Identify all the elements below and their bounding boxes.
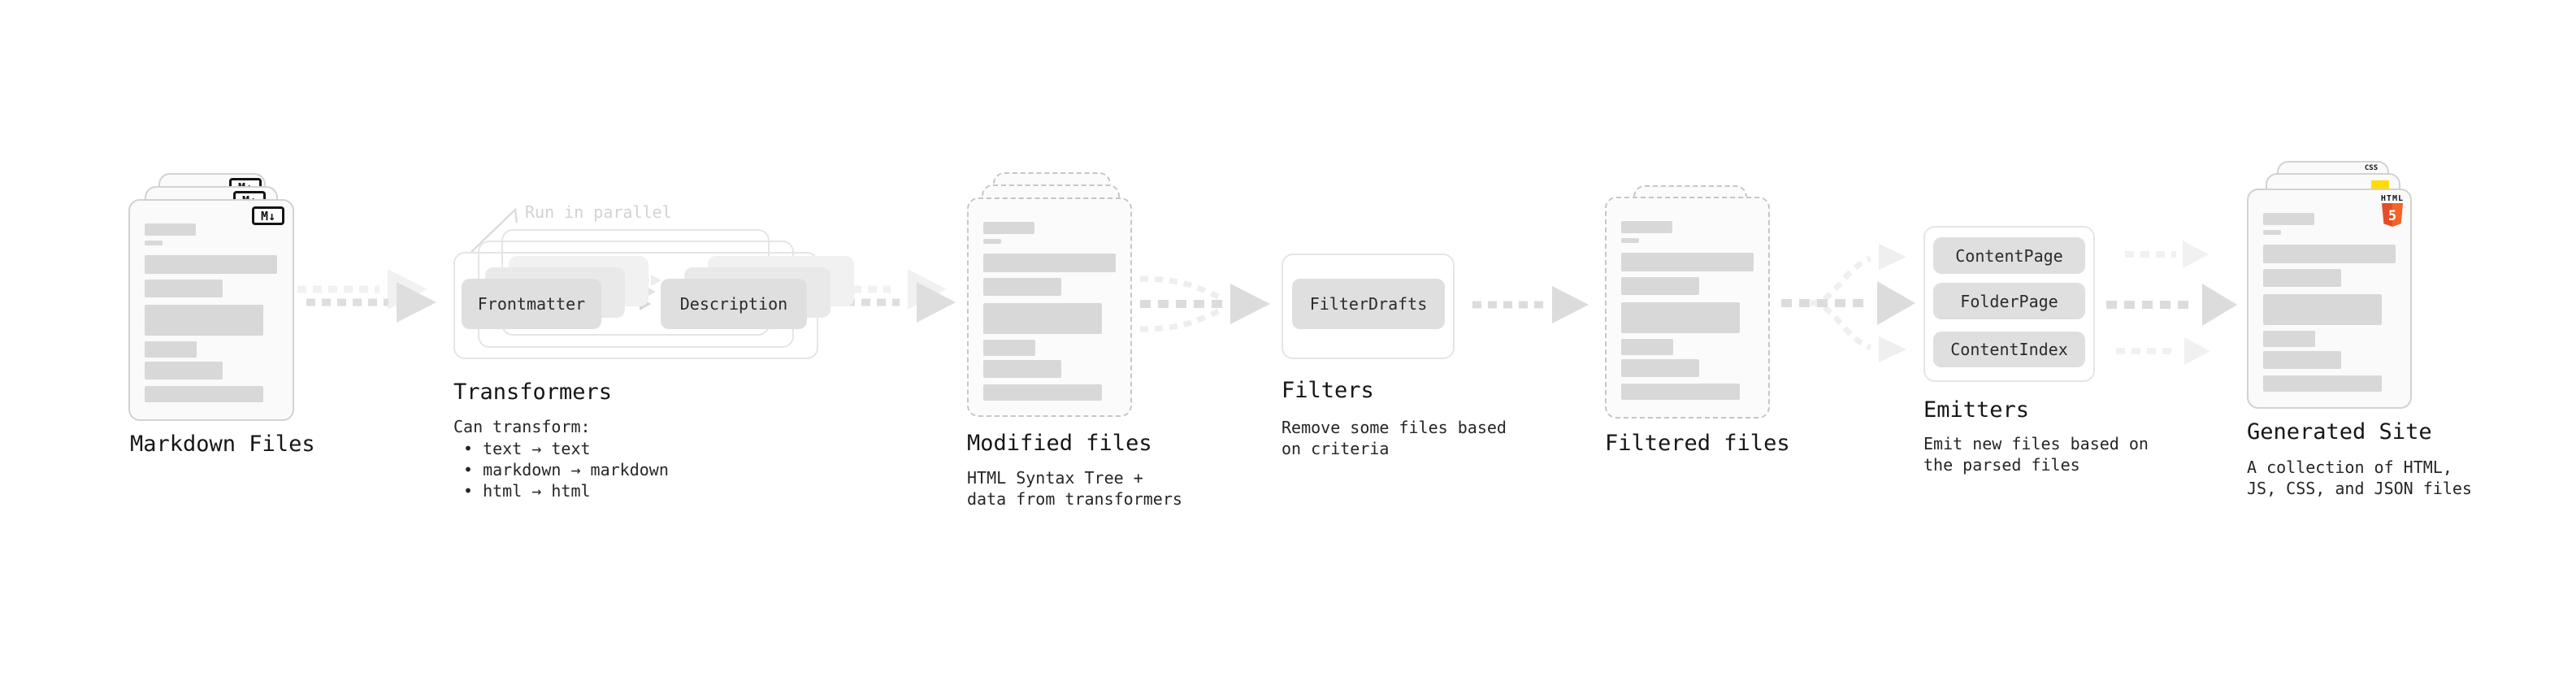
filters-desc: on criteria xyxy=(1281,439,1390,458)
text-line-placeholder xyxy=(1621,221,1672,233)
html5-icon: HTML 5 xyxy=(2381,194,2404,228)
emitters-desc: Emit new files based on xyxy=(1923,434,2149,453)
stage-label-generated-site: Generated Site xyxy=(2247,419,2432,445)
folderpage-button: FolderPage xyxy=(1933,283,2085,319)
text-line-placeholder xyxy=(145,280,223,297)
frontmatter-button: Frontmatter xyxy=(462,279,601,329)
text-line-placeholder xyxy=(2263,351,2341,369)
stage-generated-site: CSS HTML 5 Generated Site A collection o… xyxy=(2247,161,2472,502)
stage-label-filtered-files: Filtered files xyxy=(1605,431,1790,456)
text-line-placeholder xyxy=(2263,331,2315,347)
contentpage-button: ContentPage xyxy=(1933,237,2085,274)
text-line-placeholder xyxy=(2263,245,2396,263)
generated-site-desc: JS, CSS, and JSON files xyxy=(2247,479,2472,498)
html5-icon-number: 5 xyxy=(2388,208,2396,224)
text-line-placeholder xyxy=(1621,253,1754,271)
text-line-placeholder xyxy=(145,386,263,402)
markdown-icon: M↓ xyxy=(252,206,284,225)
generated-file-card-html: HTML 5 xyxy=(2247,189,2412,409)
text-line-placeholder xyxy=(1621,302,1740,333)
text-line-placeholder xyxy=(983,239,1001,244)
js-icon xyxy=(2371,180,2389,189)
arrow-filters-to-filtered xyxy=(1472,286,1589,323)
text-line-placeholder xyxy=(2263,269,2341,287)
stage-label-markdown-files: Markdown Files xyxy=(130,432,315,457)
stage-label-transformers: Transformers xyxy=(453,380,613,405)
stage-filters: FilterDrafts Filters Remove some files b… xyxy=(1281,254,1507,465)
modified-files-desc: data from transformers xyxy=(967,489,1182,509)
arrow-emitters-to-generated xyxy=(2106,241,2237,365)
filters-desc: Remove some files based xyxy=(1281,418,1507,437)
emitters-desc: the parsed files xyxy=(1923,455,2080,475)
text-line-placeholder xyxy=(1621,359,1699,377)
text-line-placeholder xyxy=(145,305,263,336)
filtered-file-card-front xyxy=(1605,197,1770,419)
file-content-placeholder xyxy=(145,223,277,402)
transformers-bullet: • html → html xyxy=(463,481,591,501)
text-line-placeholder xyxy=(2263,230,2281,235)
text-line-placeholder xyxy=(1621,339,1673,355)
stage-label-emitters: Emitters xyxy=(1923,397,2030,423)
filterdrafts-button: FilterDrafts xyxy=(1292,279,1445,329)
modified-files-desc: HTML Syntax Tree + xyxy=(967,468,1143,488)
text-line-placeholder xyxy=(983,360,1061,378)
stage-emitters: ContentPage FolderPage ContentIndex Emit… xyxy=(1923,226,2149,486)
arrow-modified-to-filters xyxy=(1139,275,1270,332)
text-line-placeholder xyxy=(983,384,1102,401)
text-line-placeholder xyxy=(145,241,163,245)
text-line-placeholder xyxy=(983,278,1061,296)
generated-site-desc: A collection of HTML, xyxy=(2247,458,2452,477)
stage-label-filters: Filters xyxy=(1281,378,1374,403)
stage-markdown-files: M↓ M↓ M↓ Markdown Files xyxy=(128,173,340,474)
text-line-placeholder xyxy=(1621,277,1699,295)
text-line-placeholder xyxy=(145,223,196,236)
description-button: Description xyxy=(661,279,807,329)
markdown-file-card-front: M↓ xyxy=(128,199,294,421)
html5-icon-label: HTML xyxy=(2380,194,2404,203)
html5-shield: 5 xyxy=(2381,203,2403,227)
note-leader-line xyxy=(471,207,518,253)
transformers-desc-title: Can transform: xyxy=(453,417,591,436)
file-content-placeholder xyxy=(2263,213,2396,392)
run-in-parallel-note: Run in parallel xyxy=(525,202,672,222)
text-line-placeholder xyxy=(2263,375,2382,392)
transformers-bullet: • markdown → markdown xyxy=(463,460,669,479)
text-line-placeholder xyxy=(2263,294,2382,325)
modified-file-card-front xyxy=(967,197,1132,417)
transformers-bullet: • text → text xyxy=(463,439,591,458)
contentindex-button: ContentIndex xyxy=(1933,332,2085,367)
stage-label-modified-files: Modified files xyxy=(967,431,1152,456)
text-line-placeholder xyxy=(145,341,197,358)
stage-filtered-files: Filtered files xyxy=(1605,185,1816,462)
text-line-placeholder xyxy=(983,303,1102,334)
text-line-placeholder xyxy=(983,254,1116,272)
text-line-placeholder xyxy=(1621,238,1639,243)
file-content-placeholder xyxy=(1621,221,1754,400)
arrow-transformers-to-modified xyxy=(822,269,956,323)
text-line-placeholder xyxy=(983,340,1035,356)
stage-transformers: Run in parallel Frontmatter Description … xyxy=(453,202,854,511)
stage-modified-files: Modified files HTML Syntax Tree + data f… xyxy=(967,172,1182,509)
file-content-placeholder xyxy=(983,222,1116,401)
arrow-markdown-to-transformers xyxy=(297,269,436,323)
text-line-placeholder xyxy=(145,255,277,274)
css-icon-label: CSS xyxy=(2364,164,2379,172)
arrow-filtered-to-emitters xyxy=(1781,244,1915,362)
text-line-placeholder xyxy=(983,222,1034,234)
text-line-placeholder xyxy=(1621,384,1740,400)
text-line-placeholder xyxy=(2263,213,2314,225)
text-line-placeholder xyxy=(145,362,223,380)
